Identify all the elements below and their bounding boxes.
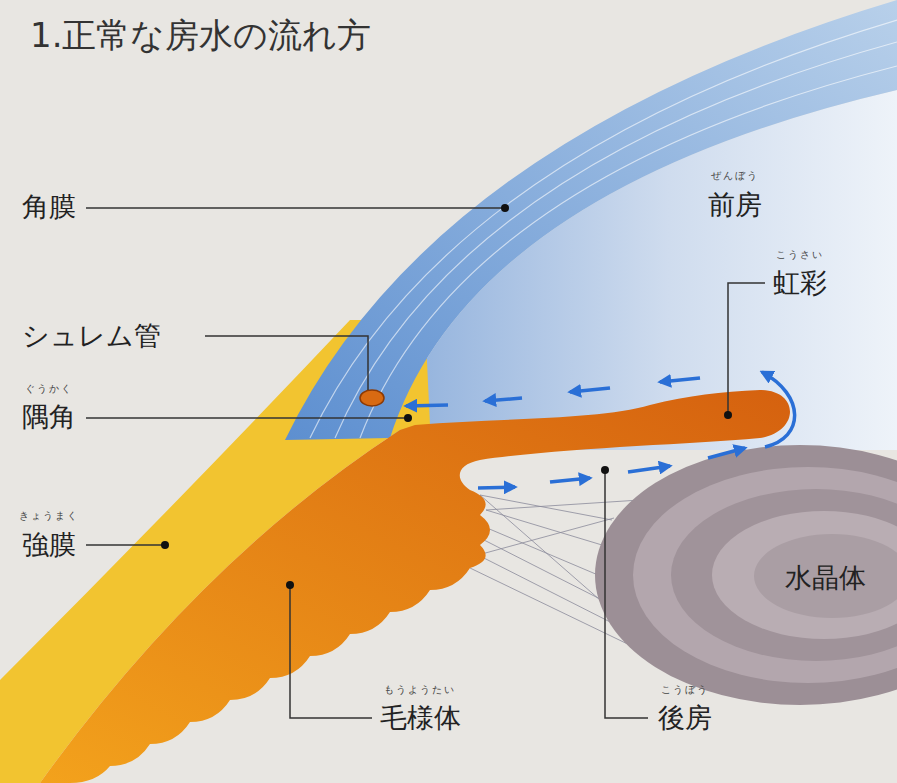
part-label: 水晶体 — [785, 562, 866, 593]
lens-layer — [671, 489, 897, 661]
flow-arrow — [550, 478, 590, 482]
flow-arrow — [708, 448, 745, 458]
leader-line — [86, 544, 165, 546]
furigana: ぐうかく — [25, 383, 73, 395]
lens-layer — [633, 467, 897, 683]
part-label: 後房 — [658, 702, 712, 733]
furigana: きょうまく — [19, 510, 79, 522]
furigana: ぜんぼう — [711, 170, 759, 182]
leader-line — [86, 417, 408, 419]
flow-arrow — [628, 466, 670, 472]
flow-arrow — [485, 398, 522, 401]
leader-line — [605, 470, 648, 718]
zonule-fiber — [480, 495, 600, 600]
part-label: 虹彩 — [773, 267, 827, 298]
leader-dot — [724, 411, 732, 419]
leader-lines — [86, 208, 765, 718]
leader-line — [290, 585, 372, 718]
lens-layer — [712, 511, 897, 639]
leader-dot — [161, 541, 169, 549]
schlemm-canal — [360, 390, 384, 406]
part-label: 隅角 — [22, 401, 76, 432]
leader-dot — [501, 204, 509, 212]
diagram-title: 1.正常な房水の流れ方 — [30, 16, 371, 55]
flow-arrow — [762, 372, 795, 447]
cornea — [285, 0, 897, 440]
part-label: 強膜 — [22, 529, 76, 560]
furigana: こうぼう — [661, 684, 709, 696]
leader-dot — [286, 581, 294, 589]
furigana: もうようたい — [384, 684, 456, 696]
part-label: 毛様体 — [380, 702, 461, 733]
zonule-fiber — [486, 500, 640, 510]
ciliary-body-iris — [40, 390, 790, 783]
flow-arrow — [570, 388, 610, 392]
cornea-layers — [310, 20, 897, 438]
lens-layer — [754, 534, 897, 618]
cornea-layer-line — [335, 42, 897, 438]
leader-line — [86, 207, 505, 209]
leader-line — [205, 336, 368, 390]
flow-arrow — [406, 405, 448, 406]
leader-dot — [601, 466, 609, 474]
leader-dots — [161, 204, 732, 589]
leader-line — [728, 283, 765, 415]
flow-arrow — [660, 378, 700, 382]
lens — [595, 445, 897, 705]
zonule-fiber — [480, 495, 612, 520]
cornea-layer-line — [360, 66, 897, 438]
part-label: 角膜 — [22, 191, 76, 222]
leader-dot — [404, 414, 412, 422]
flow-arrows — [406, 372, 795, 488]
part-label: シュレム管 — [22, 320, 161, 351]
lens-layer — [595, 445, 897, 705]
zonule-fiber — [484, 540, 606, 602]
cornea-layer-line — [310, 20, 897, 438]
flow-arrow — [478, 487, 515, 488]
part-label: 前房 — [708, 189, 762, 220]
zonule-fiber — [478, 518, 614, 555]
furigana: こうさい — [776, 249, 824, 261]
